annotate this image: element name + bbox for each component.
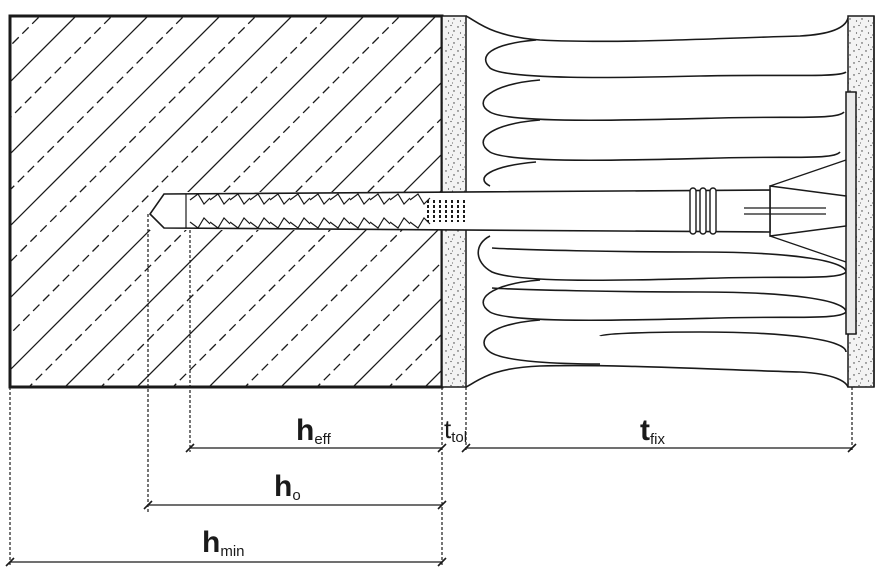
label-t-fix: tfix [640, 414, 666, 448]
expansion-zone [189, 193, 465, 229]
collar-rings [689, 187, 717, 235]
insulation-layer [465, 15, 849, 388]
dimension-lines [5, 214, 857, 567]
anchor-washer [769, 91, 857, 335]
anchor-sleeve [148, 187, 826, 235]
label-h-min: hmin [202, 526, 245, 560]
label-h-eff: heff [296, 414, 332, 448]
label-t-tol: ttol [444, 414, 467, 446]
label-h-o: ho [274, 470, 301, 504]
